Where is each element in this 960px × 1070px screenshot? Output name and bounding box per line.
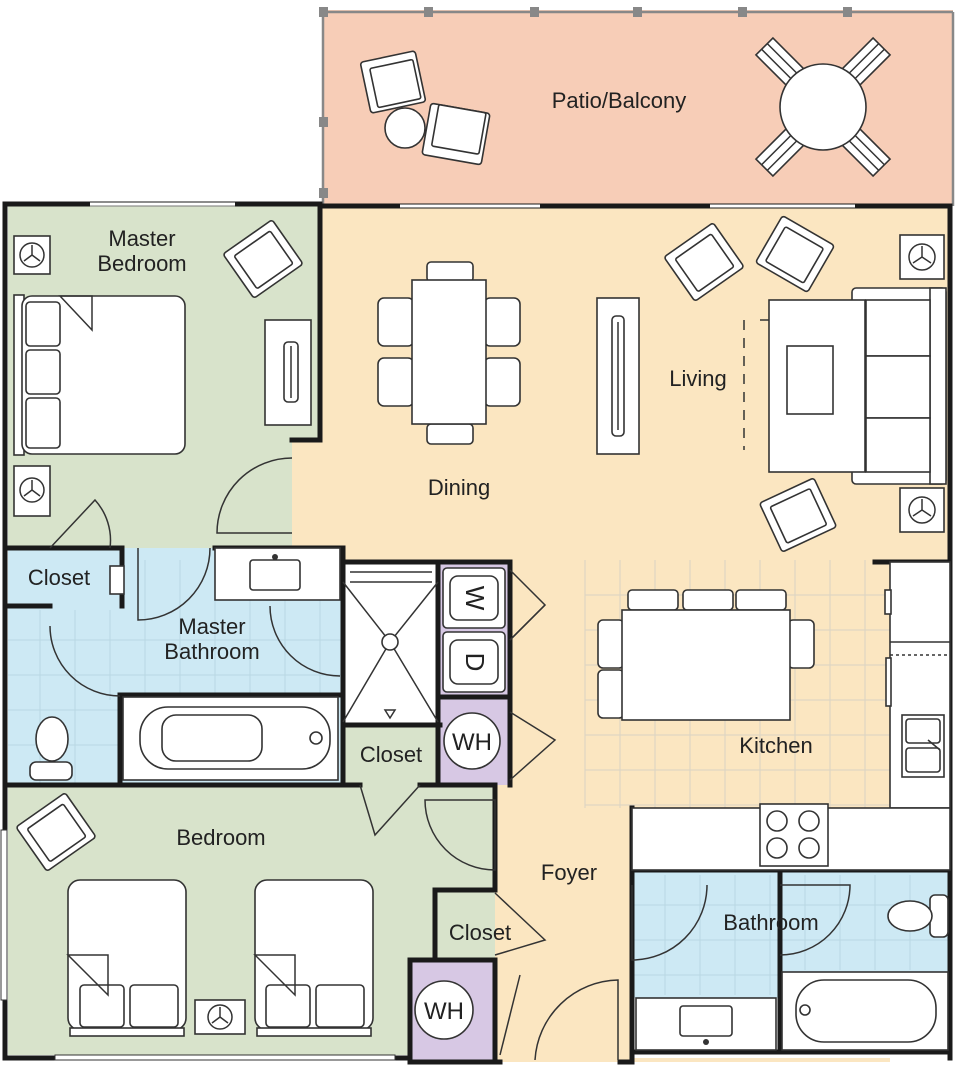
- wh-bottom-label: WH: [424, 998, 464, 1025]
- label-kitchen: Kitchen: [739, 733, 812, 758]
- armchair-bedroom: [16, 793, 96, 871]
- washer-label: W: [460, 586, 490, 611]
- kitchen-furniture: [597, 561, 951, 871]
- sofa: [851, 287, 947, 485]
- armchair-living-3: [759, 478, 837, 552]
- patio-railing: [319, 7, 955, 206]
- bathroom-toilet: [887, 894, 949, 938]
- nightstand-lamp-1: [13, 235, 51, 275]
- nightstand-lamp-2: [13, 465, 51, 517]
- patio-chair-1: [359, 50, 427, 114]
- closet-foyer-floor: [435, 890, 495, 960]
- patio-furniture: [359, 36, 892, 178]
- wh-top-label: WH: [452, 729, 492, 756]
- water-heater-bottom: WH: [414, 980, 474, 1040]
- patio-side-table: [384, 107, 426, 149]
- armchair-living-2: [755, 215, 835, 293]
- room-labels: Patio/Balcony Master Bedroom Living Dini…: [28, 88, 819, 945]
- tv-console: [596, 297, 640, 455]
- doors: [49, 457, 851, 1061]
- kitchen-table: [621, 609, 791, 721]
- master-bed: [13, 294, 186, 456]
- label-master-bedroom-1: Master: [108, 226, 175, 251]
- living-furniture: [596, 215, 947, 552]
- master-toilet: [29, 716, 73, 781]
- closet-mid-floor: [343, 725, 438, 785]
- label-dining: Dining: [428, 475, 490, 500]
- armchair-living-1: [664, 223, 744, 301]
- stove: [759, 803, 829, 867]
- label-bedroom: Bedroom: [176, 825, 265, 850]
- washer: W: [442, 567, 506, 629]
- laundry: W D WH WH: [414, 567, 506, 1040]
- bed-2: [253, 879, 374, 1037]
- living-lamp-2: [899, 487, 945, 533]
- water-heater-top: WH: [443, 712, 501, 770]
- shower: [342, 571, 439, 723]
- armchair-master: [223, 220, 303, 298]
- master-closet-shelf: [109, 565, 125, 595]
- dining-table: [411, 279, 487, 425]
- patio-chair-2: [421, 102, 491, 166]
- label-patio: Patio/Balcony: [552, 88, 687, 113]
- master-bedroom-notch: [292, 440, 320, 548]
- kitchen-sink: [901, 714, 945, 778]
- bedroom-window-bottom: [54, 1054, 396, 1061]
- label-master-bath-1: Master: [178, 614, 245, 639]
- label-living: Living: [669, 366, 726, 391]
- label-bathroom: Bathroom: [723, 910, 818, 935]
- label-master-bedroom-2: Bedroom: [97, 251, 186, 276]
- dryer: D: [442, 631, 506, 693]
- living-lamp-1: [899, 234, 945, 280]
- bedroom-furniture: [0, 793, 396, 1061]
- dryer-label: D: [460, 653, 490, 672]
- master-bath-fixtures: [29, 547, 341, 781]
- dresser-master: [264, 319, 312, 426]
- label-foyer: Foyer: [541, 860, 597, 885]
- label-closet-foyer: Closet: [449, 920, 511, 945]
- label-closet-mid: Closet: [360, 742, 422, 767]
- label-closet-master: Closet: [28, 565, 90, 590]
- bed-1: [66, 879, 187, 1037]
- label-master-bath-2: Bathroom: [164, 639, 259, 664]
- nightstand-lamp-bedroom: [194, 999, 246, 1035]
- bedroom-window: [0, 829, 8, 1001]
- master-bedroom-furniture: [13, 220, 312, 517]
- dining-furniture: [377, 261, 521, 445]
- patio-dining-set: [754, 36, 892, 178]
- bathroom-fixtures: [635, 894, 949, 1051]
